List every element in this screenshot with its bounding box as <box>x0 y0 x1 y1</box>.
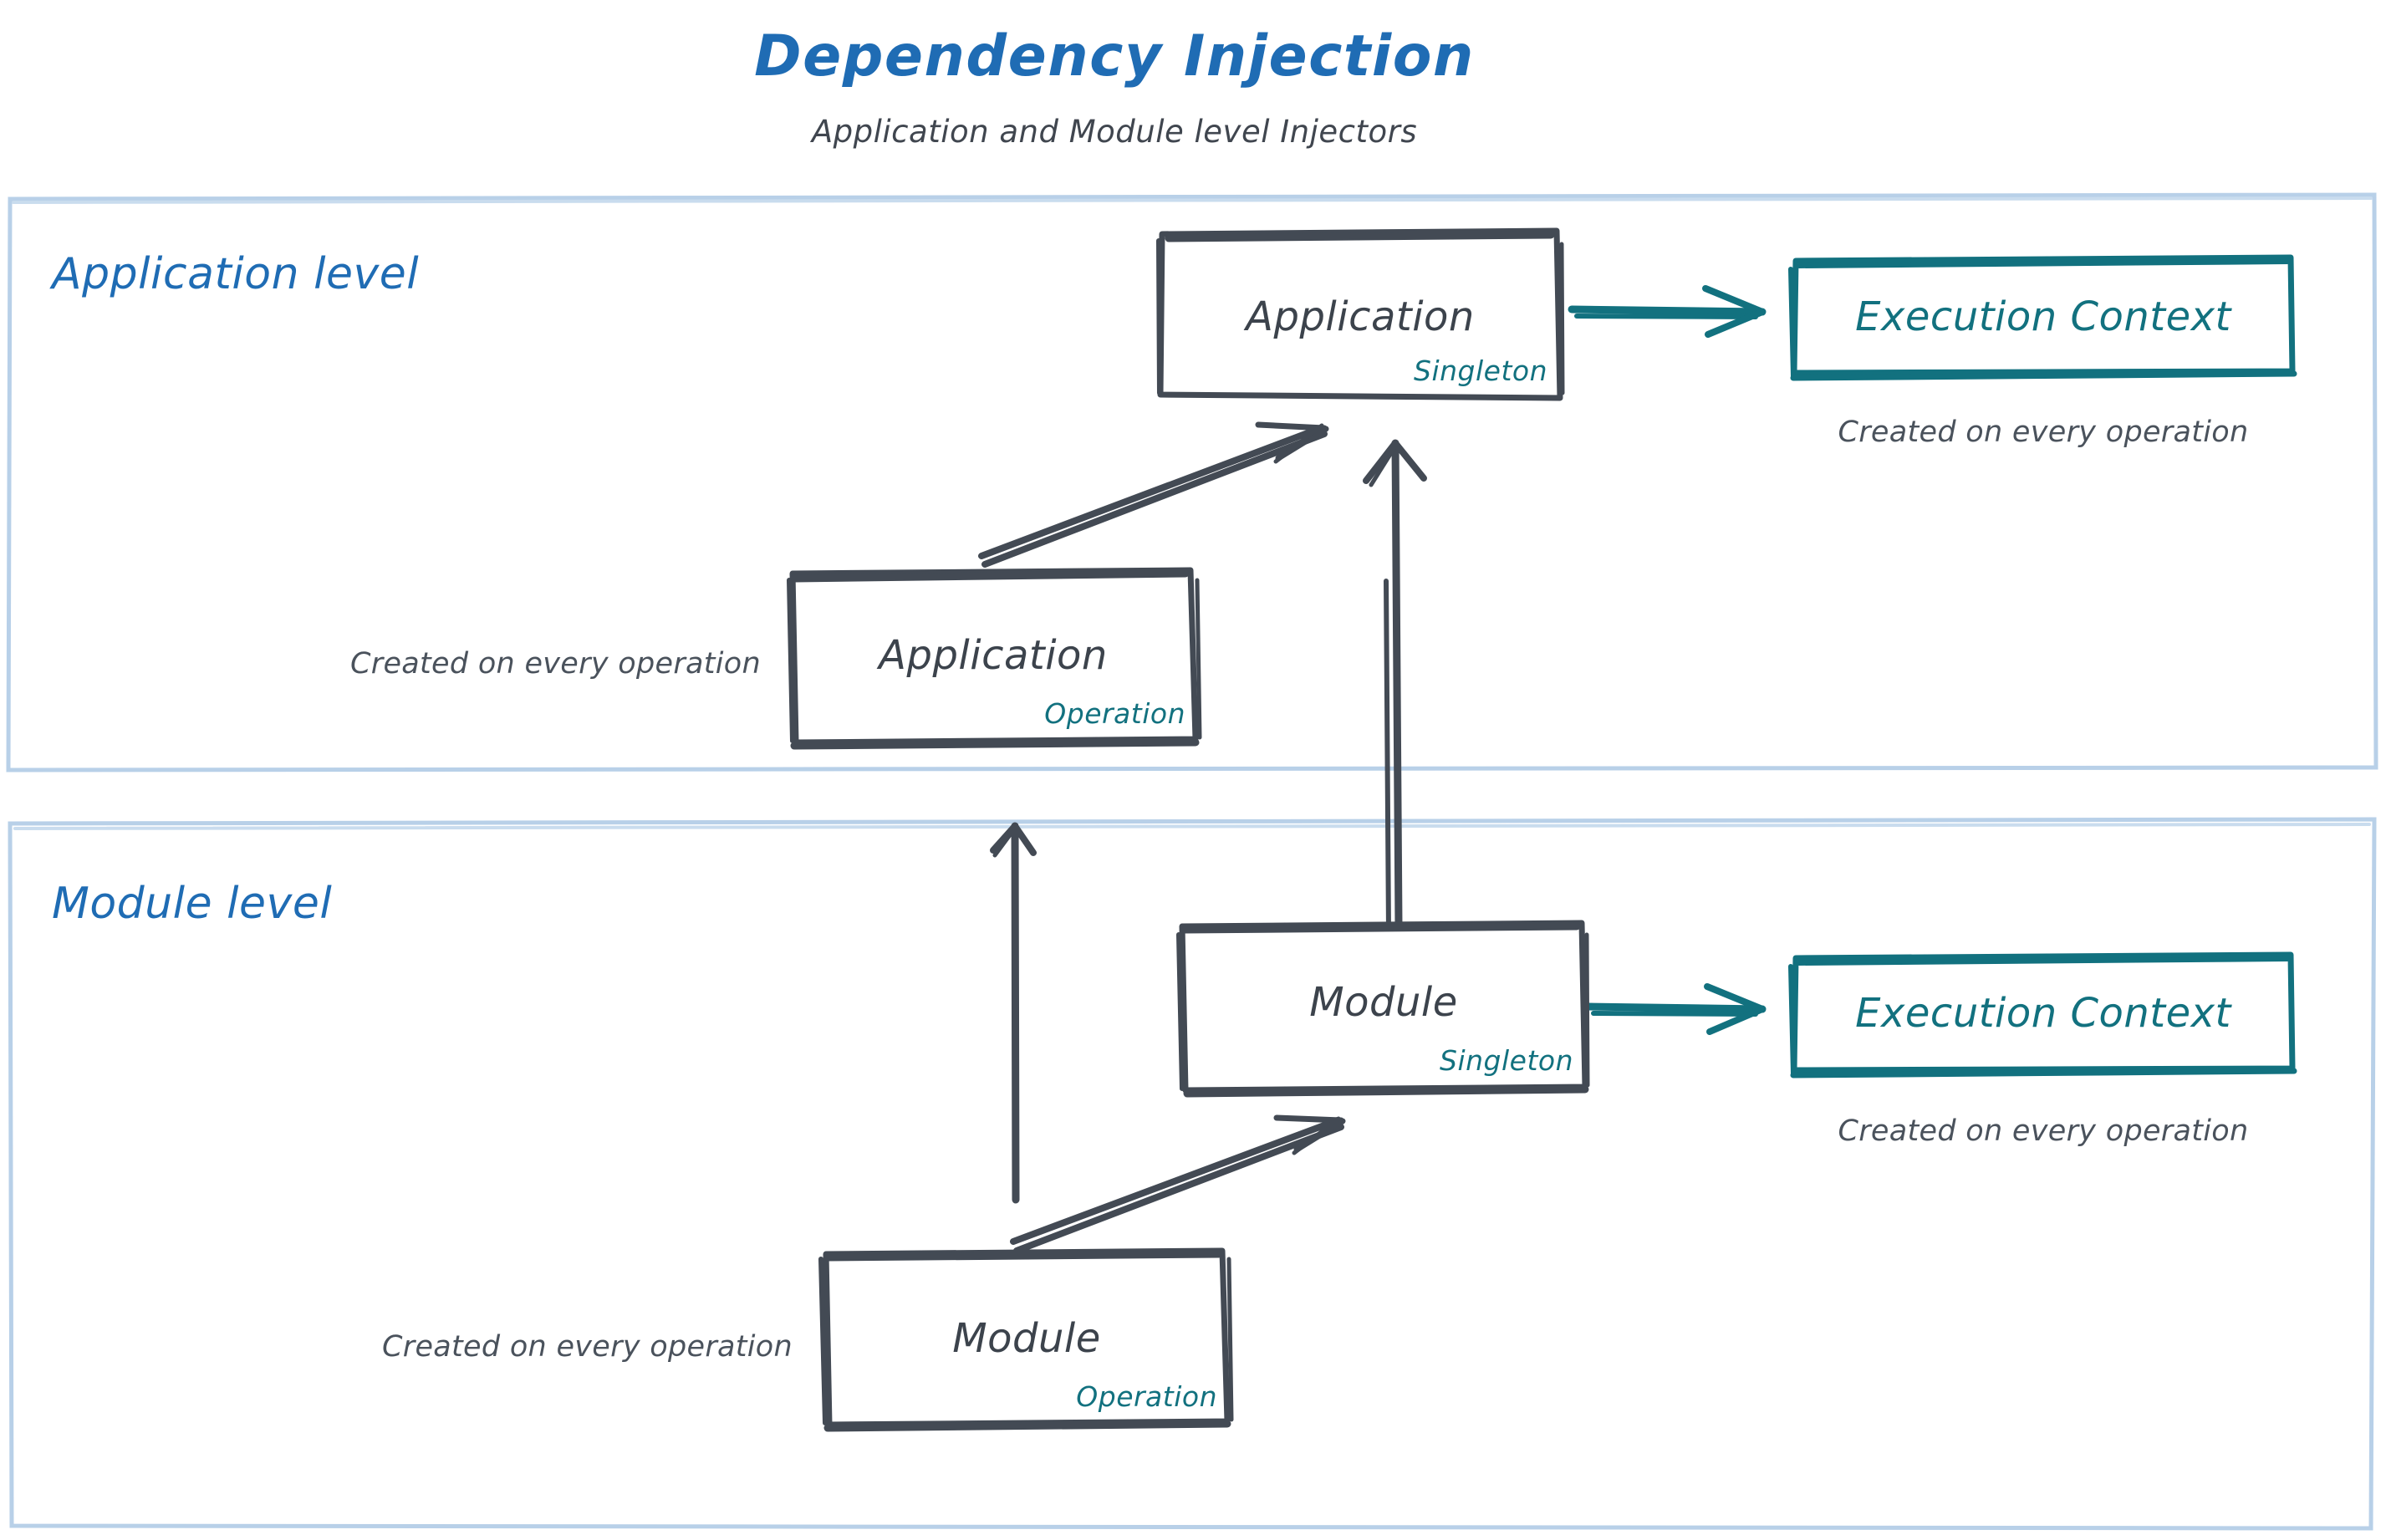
node-module-operation-box-accent-right <box>1226 1257 1234 1422</box>
caption-execution-context-module: Created on every operation <box>1838 1114 2249 1148</box>
page-subtitle: Application and Module level Injectors <box>810 114 1417 150</box>
node-module-operation-scope: Operation <box>1076 1380 1217 1413</box>
edge-module-operation-to-module-singleton <box>1010 1114 1346 1254</box>
node-application-singleton-box-accent-left <box>1156 238 1162 395</box>
page-title: Dependency Injection <box>754 23 1475 89</box>
container-application-level-label: Application level <box>49 249 419 299</box>
node-execution-context-module-box-accent-left <box>1788 964 1796 1076</box>
node-application-operation[interactable]: Application Operation Created on every o… <box>350 567 1202 750</box>
edge-app-singleton-to-exec-context <box>1568 285 1767 338</box>
caption-application-operation: Created on every operation <box>350 647 761 681</box>
node-execution-context-module-box-accent-bottom <box>1790 1068 2297 1079</box>
container-application-level-border-accent <box>12 196 2373 204</box>
node-module-operation-box-accent-top <box>823 1250 1223 1262</box>
container-module-level[interactable]: Module level <box>8 817 2377 1531</box>
node-application-operation-box-accent-top <box>790 569 1190 583</box>
node-application-singleton-box-accent-right <box>1559 242 1565 395</box>
node-application-singleton[interactable]: Application Singleton <box>1156 227 1565 401</box>
node-module-operation-box-accent-bottom <box>823 1420 1231 1432</box>
node-application-operation-title: Application <box>876 632 1108 679</box>
node-application-singleton-title: Application <box>1243 293 1475 340</box>
node-module-singleton-box-accent-bottom <box>1183 1085 1589 1098</box>
node-module-operation[interactable]: Module Operation Created on every operat… <box>382 1247 1234 1432</box>
edge-module-singleton-to-exec-context <box>1584 983 1767 1035</box>
node-module-singleton-box-accent-left <box>1176 932 1185 1091</box>
node-execution-context-application-box-accent-left <box>1788 267 1796 379</box>
node-application-operation-scope: Operation <box>1044 697 1185 730</box>
node-execution-context-module[interactable]: Execution Context Created on every opera… <box>1788 951 2297 1148</box>
node-execution-context-application-box-accent-top <box>1797 259 2290 268</box>
node-module-singleton-box-accent-right <box>1584 932 1590 1088</box>
container-application-level[interactable]: Application level <box>6 192 2378 773</box>
node-execution-context-module-box-accent-top <box>1797 956 2290 966</box>
node-execution-context-application[interactable]: Execution Context Created on every opera… <box>1788 254 2297 449</box>
node-execution-context-application-title: Execution Context <box>1855 293 2232 340</box>
node-module-singleton[interactable]: Module Singleton <box>1176 920 1590 1098</box>
container-module-level-border <box>8 817 2377 1531</box>
node-application-singleton-box-accent <box>1165 231 1555 242</box>
node-execution-context-application-box-accent-bottom <box>1790 370 2297 381</box>
node-application-singleton-scope: Singleton <box>1414 354 1547 387</box>
node-application-operation-box-accent-right <box>1195 578 1202 740</box>
node-application-operation-box-accent-bottom <box>790 738 1200 750</box>
node-module-singleton-title: Module <box>1309 979 1458 1026</box>
caption-module-operation: Created on every operation <box>382 1330 793 1364</box>
caption-execution-context-application: Created on every operation <box>1838 416 2249 449</box>
container-module-level-label: Module level <box>52 879 332 929</box>
node-application-operation-box-accent-left <box>787 578 795 743</box>
edge-module-operation-to-app-operation <box>990 822 1037 1204</box>
edge-module-singleton-to-app-singleton <box>1363 439 1427 935</box>
node-module-operation-title: Module <box>952 1315 1101 1362</box>
container-application-level-border <box>6 192 2378 773</box>
node-module-singleton-box-accent-top <box>1181 922 1581 934</box>
edge-app-operation-to-app-singleton <box>978 421 1329 568</box>
container-module-level-border-accent <box>13 823 2371 830</box>
node-module-singleton-scope: Singleton <box>1440 1044 1573 1077</box>
node-module-operation-box-accent-left <box>818 1257 828 1425</box>
node-execution-context-module-title: Execution Context <box>1855 990 2232 1037</box>
